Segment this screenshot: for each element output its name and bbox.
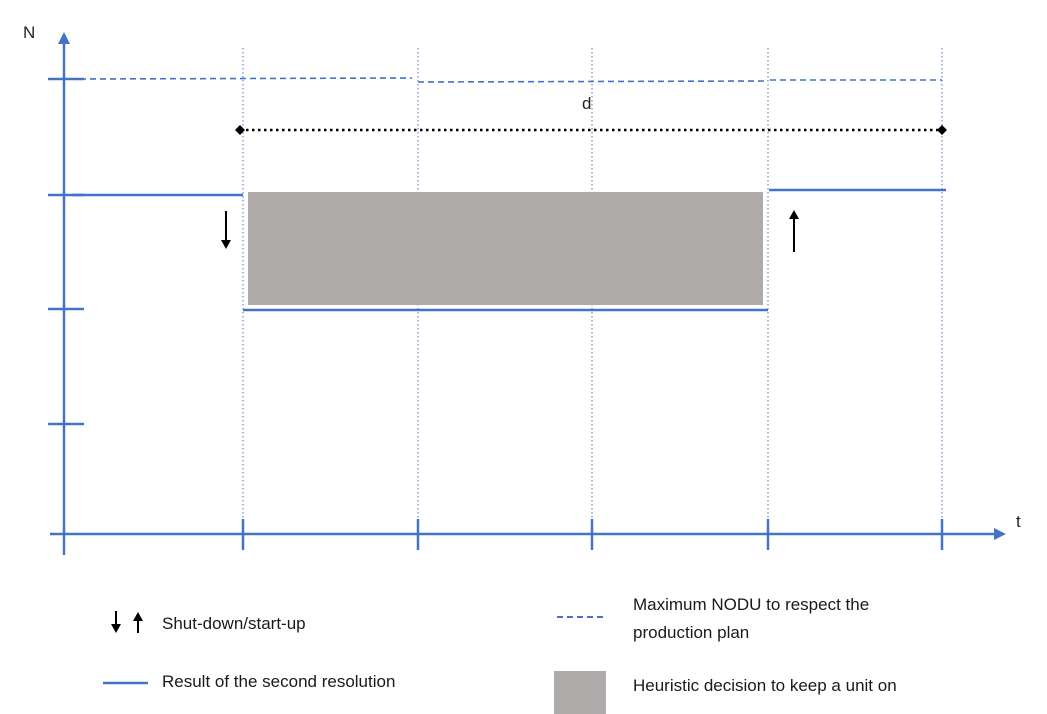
legend-shutdown-icon xyxy=(111,611,143,633)
y-axis-label: N xyxy=(23,23,35,42)
second-resolution-line xyxy=(72,188,946,312)
x-axis-label: t xyxy=(1016,512,1021,531)
max-nodu-line xyxy=(79,77,942,83)
horizon-d-label: d xyxy=(582,94,591,113)
y-ticks xyxy=(48,77,84,426)
horizon-d-left-marker xyxy=(235,125,245,135)
heuristic-block xyxy=(248,192,763,305)
legend-max-nodu-label-line1: Maximum NODU to respect the xyxy=(633,595,869,614)
y-axis xyxy=(58,32,70,555)
horizon-d-right-marker xyxy=(937,125,947,135)
x-axis xyxy=(50,528,1006,540)
legend-shutdown-label: Shut-down/start-up xyxy=(162,614,306,633)
legend: Shut-down/start-up Result of the second … xyxy=(103,595,897,714)
legend-heuristic-swatch xyxy=(554,671,606,714)
x-axis-arrow-icon xyxy=(994,528,1006,540)
x-ticks xyxy=(241,519,944,550)
startup-arrow-icon xyxy=(789,210,799,252)
y-axis-arrow-icon xyxy=(58,32,70,44)
legend-heuristic-label: Heuristic decision to keep a unit on xyxy=(633,676,897,695)
legend-second-resolution-label: Result of the second resolution xyxy=(162,672,395,691)
shutdown-arrow-icon xyxy=(221,211,231,249)
legend-max-nodu-label-line2: production plan xyxy=(633,623,749,642)
